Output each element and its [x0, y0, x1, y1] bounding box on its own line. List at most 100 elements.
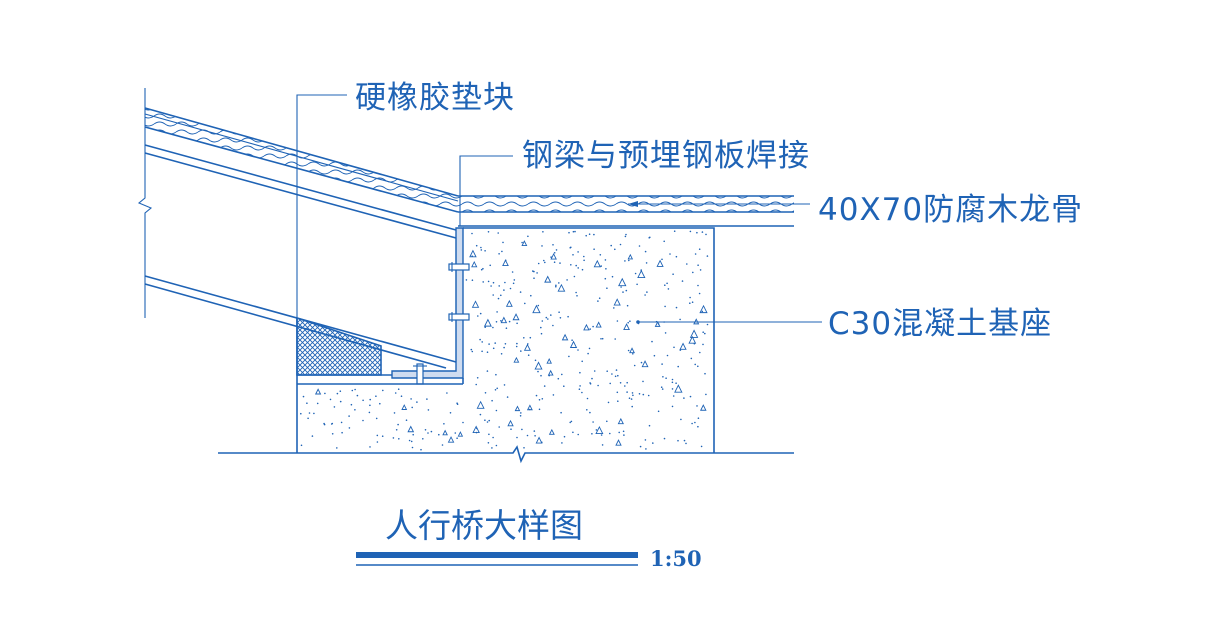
concrete-aggregate [534, 361, 543, 370]
concrete-dot [611, 275, 614, 278]
concrete-dot [492, 326, 494, 329]
concrete-dot [697, 417, 700, 420]
concrete-dot [558, 311, 560, 314]
label-weld: 钢梁与预埋钢板焊接 [522, 138, 810, 174]
concrete-dot [508, 320, 511, 323]
concrete-dot [645, 262, 648, 264]
concrete-dot [498, 285, 501, 287]
concrete-texture [300, 230, 709, 451]
concrete-dot [323, 422, 325, 425]
leader-weld [459, 155, 513, 226]
concrete-dot [488, 343, 490, 345]
concrete-dot [492, 347, 495, 350]
concrete-dot [644, 294, 646, 296]
concrete-aggregate [472, 425, 480, 434]
concrete-dot [523, 337, 525, 339]
concrete-dot [475, 244, 478, 247]
concrete-dot [510, 428, 512, 431]
concrete-dot [497, 232, 500, 234]
concrete-aggregate [544, 275, 552, 283]
concrete-dot [537, 304, 540, 307]
concrete-dot [375, 417, 378, 420]
concrete-dot [498, 426, 501, 428]
concrete-dot [616, 391, 619, 394]
concrete-dot [535, 394, 538, 397]
concrete-dot [579, 371, 581, 374]
concrete-dot [661, 258, 663, 261]
concrete-dot [585, 234, 587, 237]
concrete-dot [495, 321, 498, 323]
concrete-dot [572, 230, 575, 233]
concrete-dot [652, 442, 654, 444]
concrete-dot [705, 233, 707, 236]
concrete-aggregate [442, 429, 448, 436]
concrete-dot [598, 297, 601, 300]
concrete-dot [503, 346, 505, 349]
concrete-dot [526, 434, 529, 437]
concrete-aggregate [688, 335, 697, 344]
concrete-dot [704, 332, 706, 335]
concrete-dot [577, 433, 579, 436]
concrete-dot [555, 249, 558, 251]
concrete-dot [504, 281, 506, 284]
concrete-dot [491, 447, 493, 449]
concrete-dot [496, 311, 498, 313]
concrete-dot [561, 373, 563, 376]
concrete-dot [604, 277, 607, 280]
concrete-dot [571, 339, 573, 342]
concrete-dot [633, 364, 636, 367]
concrete-dot [382, 389, 384, 392]
concrete-dot [541, 320, 544, 322]
concrete-dot [574, 230, 576, 233]
concrete-dot [697, 284, 699, 287]
concrete-aggregate [507, 419, 514, 427]
concrete-dot [424, 429, 427, 431]
concrete-dot [544, 261, 546, 264]
concrete-dot [570, 246, 572, 249]
concrete-dot [691, 301, 694, 304]
concrete-aggregate [617, 417, 624, 425]
concrete-dot [369, 446, 371, 448]
concrete-dot [626, 304, 629, 307]
concrete-dot [567, 315, 569, 318]
concrete-dot [552, 324, 554, 327]
concrete-dot [579, 385, 581, 387]
concrete-dot [664, 305, 666, 308]
concrete-dot [689, 302, 691, 305]
concrete-aggregate [699, 304, 708, 314]
concrete-dot [636, 283, 638, 286]
concrete-aggregate [513, 356, 520, 363]
concrete-dot [600, 338, 602, 340]
concrete-dot [348, 427, 351, 429]
concrete-aggregate [561, 333, 569, 341]
concrete-dot [591, 377, 593, 380]
concrete-dot [560, 411, 562, 414]
concrete-dot [663, 437, 666, 440]
concrete-dot [589, 382, 591, 384]
concrete-dot [671, 405, 674, 408]
concrete-dot [592, 325, 594, 328]
concrete-dot [449, 412, 452, 414]
concrete-dot [527, 235, 529, 238]
concrete-dot [550, 314, 552, 316]
concrete-dot [475, 383, 478, 386]
concrete-dot [619, 382, 622, 384]
concrete-aggregate [505, 299, 513, 307]
concrete-dot [397, 423, 399, 426]
concrete-dot [376, 441, 379, 443]
concrete-dot [505, 327, 508, 330]
concrete-dot [630, 398, 633, 400]
concrete-dot [411, 406, 414, 409]
concrete-aggregate [532, 304, 541, 314]
concrete-dot [568, 231, 570, 234]
concrete-dot [700, 445, 703, 448]
concrete-aggregate [526, 404, 533, 411]
concrete-dot [512, 282, 515, 285]
concrete-dot [339, 390, 342, 393]
concrete-dot [664, 284, 666, 287]
concrete-dot [547, 318, 549, 320]
concrete-dot [306, 402, 308, 405]
concrete-dot [690, 357, 693, 360]
concrete-dot [555, 285, 557, 288]
concrete-aggregate [679, 342, 687, 350]
